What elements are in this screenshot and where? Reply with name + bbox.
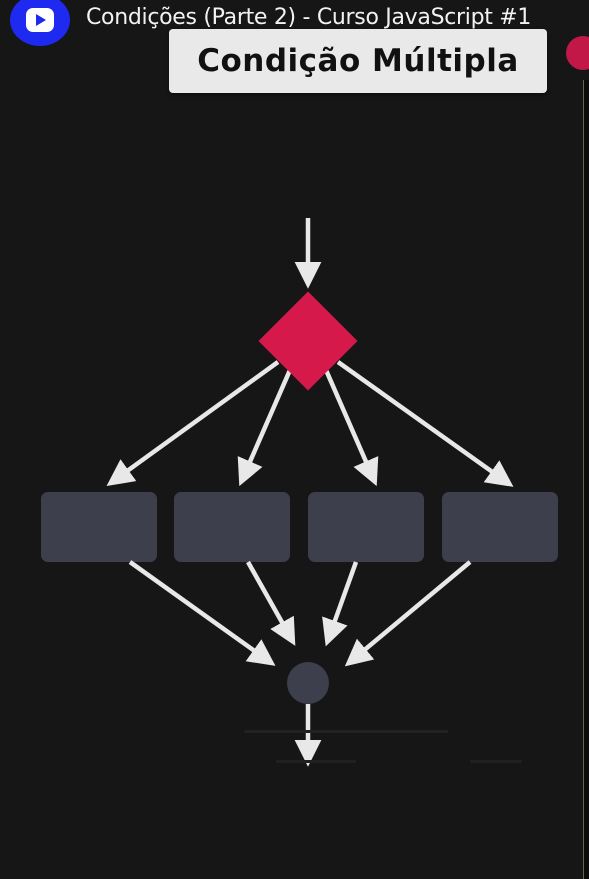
record-indicator xyxy=(566,36,589,70)
arrow-branch-2-to-merge xyxy=(246,560,296,646)
arrow-decision-to-branch-2 xyxy=(237,369,293,487)
faint-line xyxy=(470,760,522,763)
faint-line xyxy=(276,760,356,763)
faint-line xyxy=(244,730,448,733)
branch-box-4 xyxy=(442,492,558,562)
decision-diamond xyxy=(258,291,358,391)
video-title[interactable]: Condições (Parte 2) - Curso JavaScript #… xyxy=(86,5,532,30)
title-card: Condição Múltipla xyxy=(169,29,547,93)
channel-logo[interactable] xyxy=(10,0,70,46)
arrow-branch-1-to-merge xyxy=(128,560,276,666)
frame-edge xyxy=(583,80,589,879)
arrow-branch-4-to-merge xyxy=(344,560,472,667)
arrow-branch-3-to-merge xyxy=(322,561,359,647)
title-card-text: Condição Múltipla xyxy=(197,43,519,79)
branch-box-1 xyxy=(41,492,157,562)
branch-box-3 xyxy=(308,492,424,562)
arrow-decision-to-branch-1 xyxy=(106,360,280,486)
branch-box-2 xyxy=(174,492,290,562)
merge-circle xyxy=(287,662,329,704)
play-icon xyxy=(26,8,54,32)
arrow-decision-to-branch-3 xyxy=(323,369,379,487)
arrow-decision-to-branch-4 xyxy=(336,360,514,487)
